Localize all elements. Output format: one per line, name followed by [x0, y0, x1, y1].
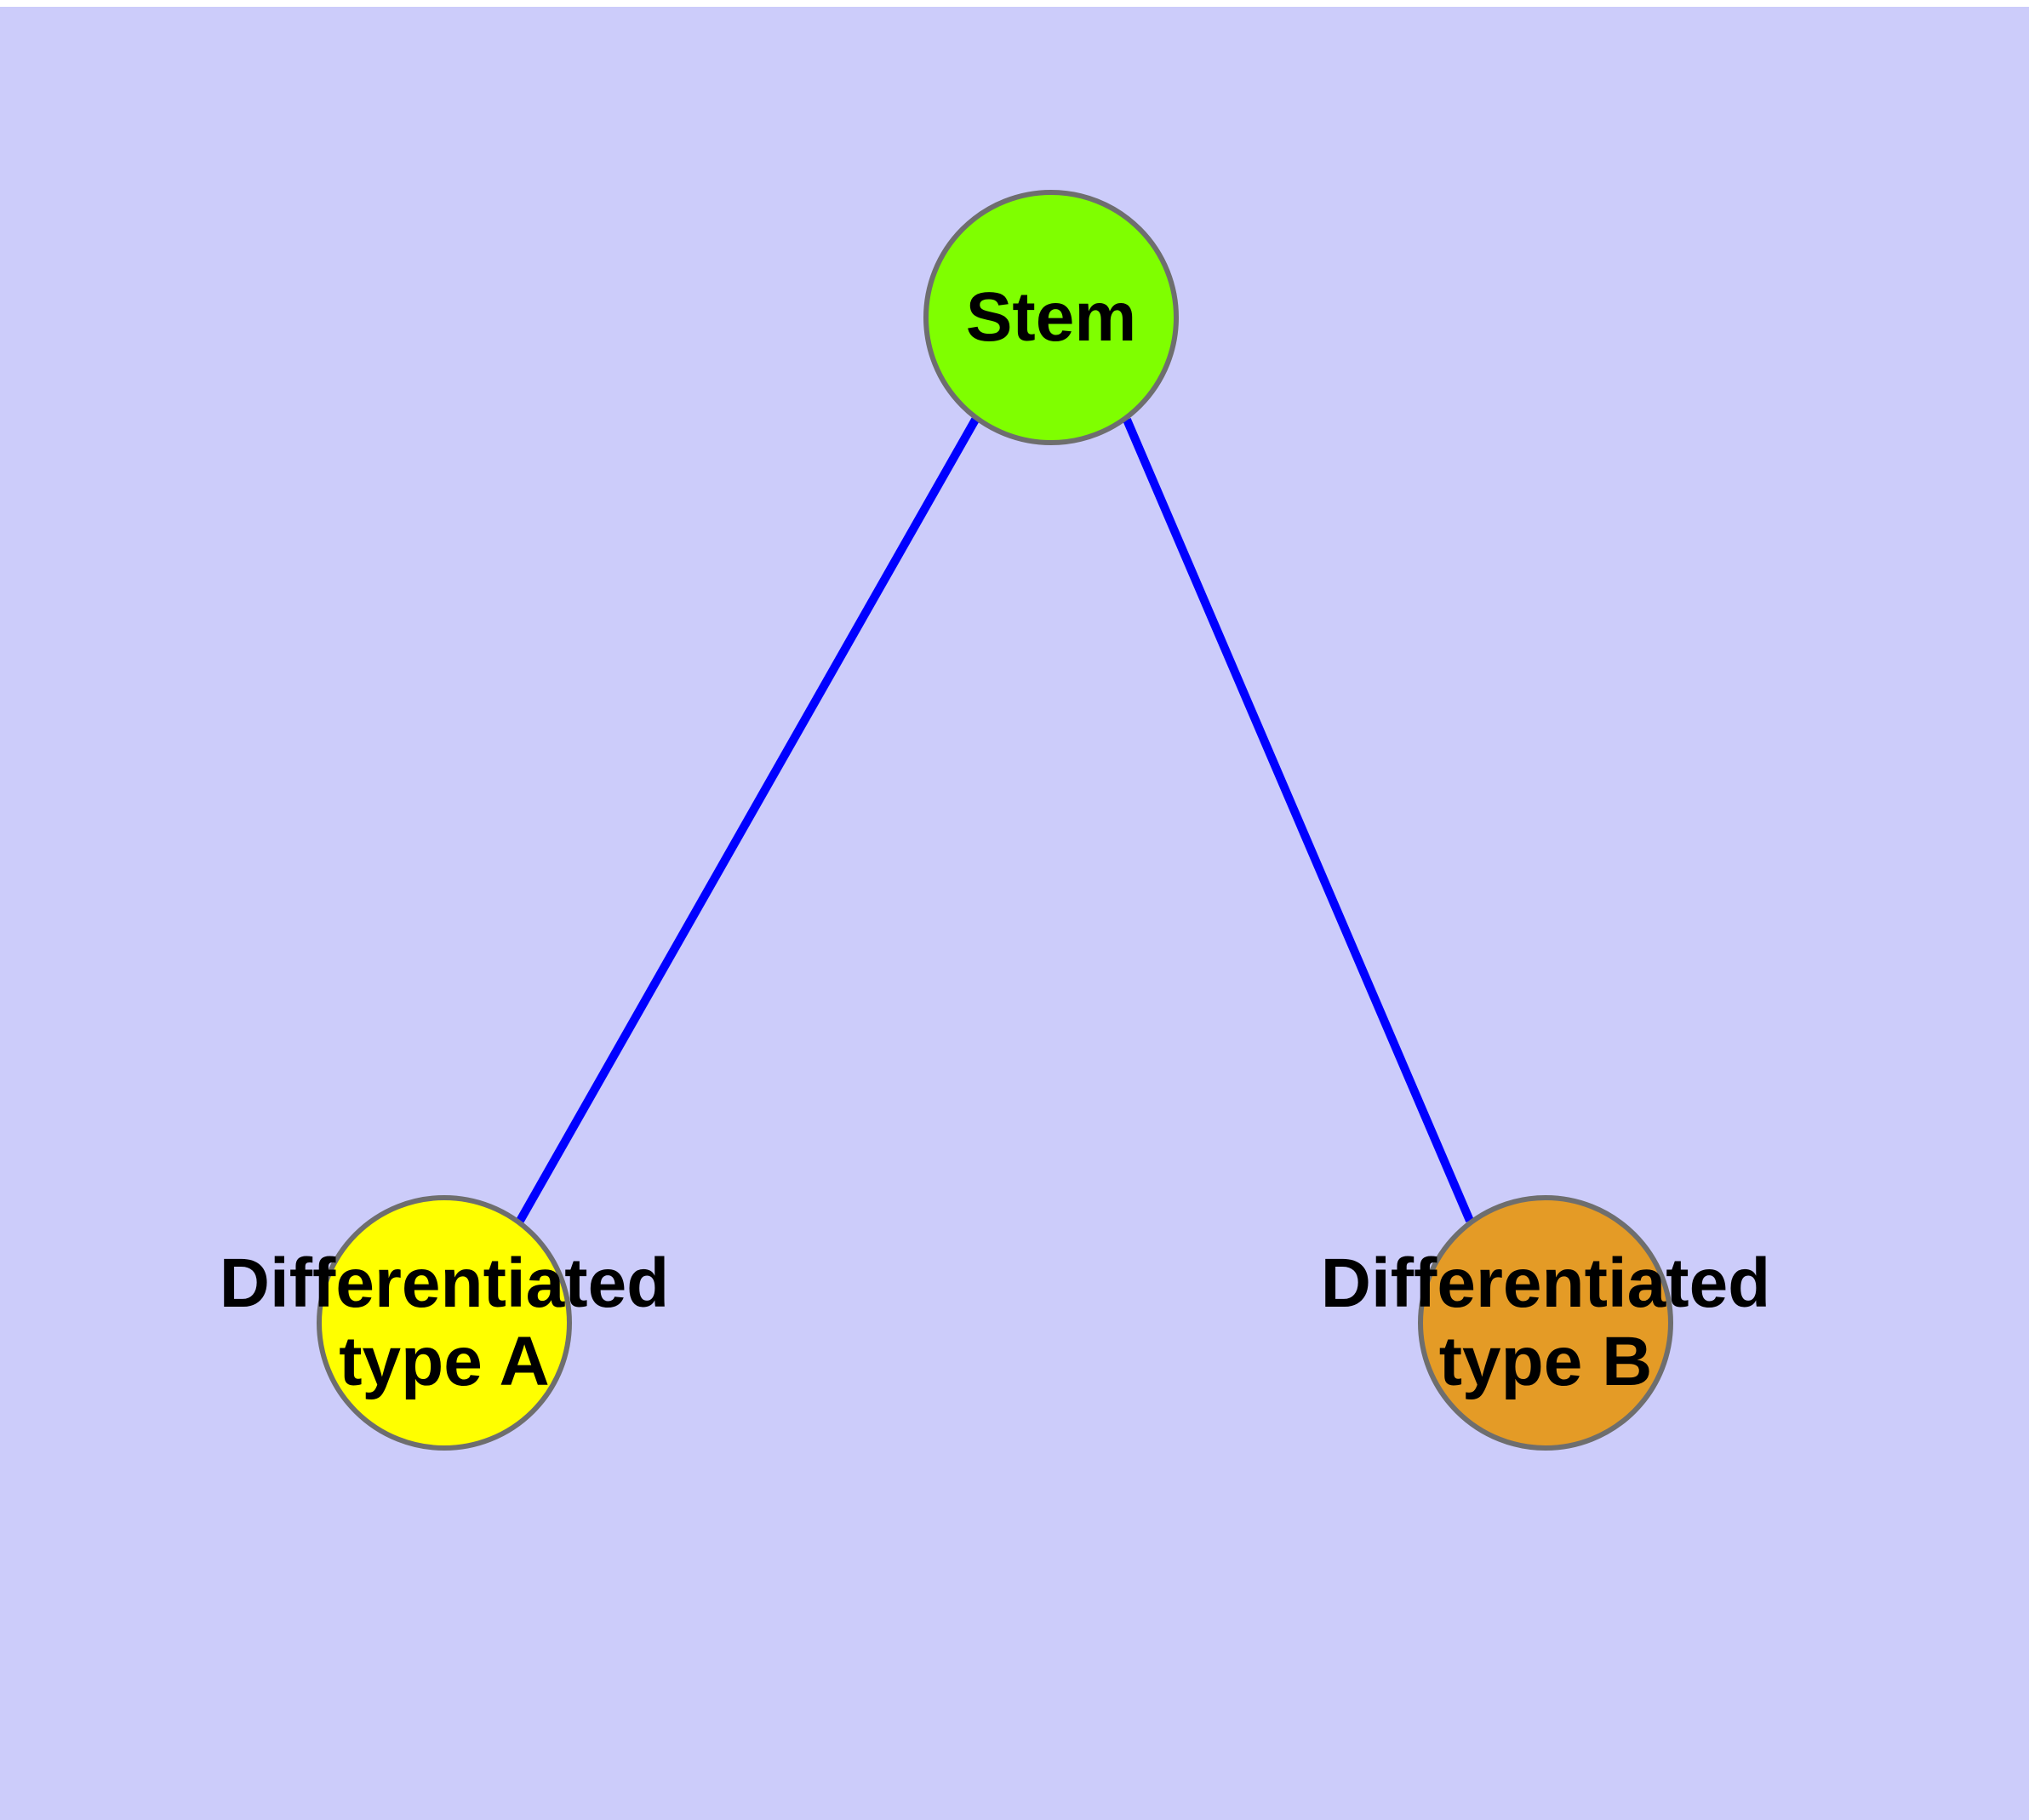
- node-differentiated-type-a[interactable]: Differentiated type A: [220, 1195, 669, 1451]
- node-stem-label: Stem: [965, 278, 1137, 357]
- diagram-canvas: Stem Differentiated type A Differentiate…: [0, 7, 2029, 1820]
- edge-layer: [516, 417, 1474, 1223]
- node-differentiated-type-b[interactable]: Differentiated type B: [1321, 1195, 1770, 1451]
- edge-stem-to-diff-a[interactable]: [516, 417, 980, 1223]
- node-stem[interactable]: Stem: [923, 190, 1179, 445]
- edge-stem-to-diff-b[interactable]: [1123, 418, 1474, 1222]
